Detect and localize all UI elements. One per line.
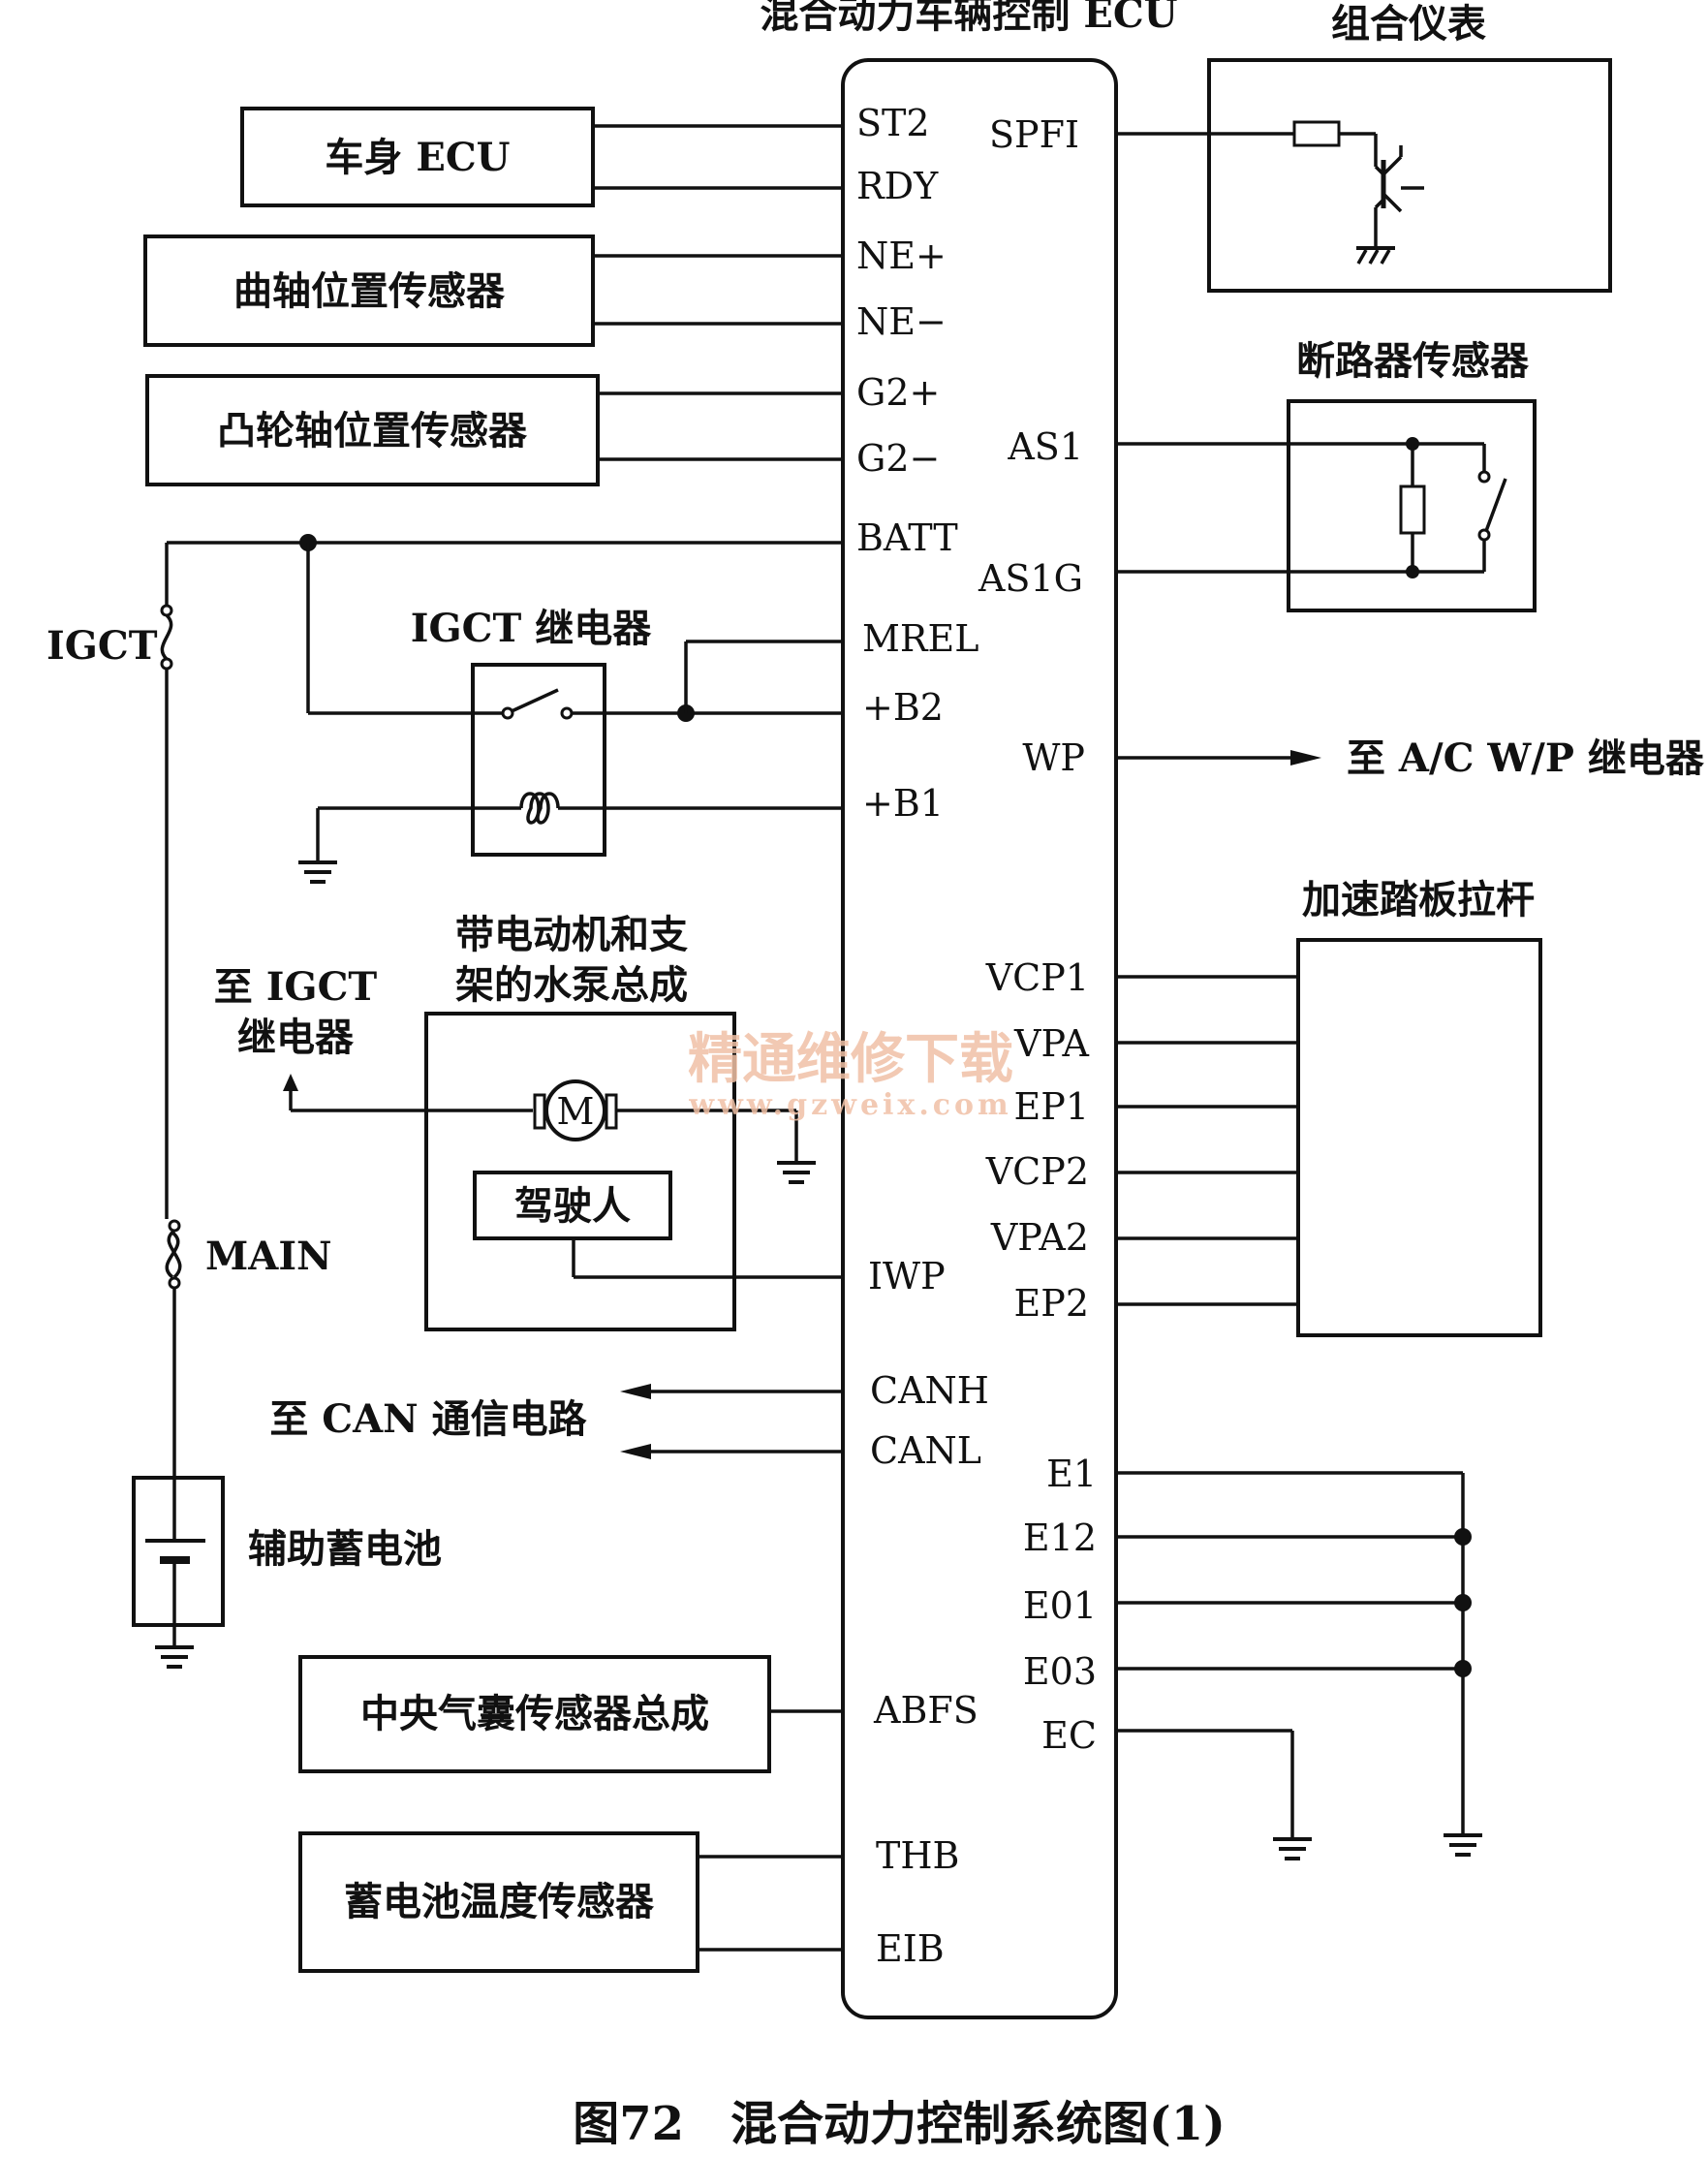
- pin-ep2: EP2: [1014, 1282, 1089, 1325]
- pin-eib: EIB: [876, 1927, 945, 1970]
- ecu-left-pins: ST2 RDY NE+ NE− G2+ G2− BATT MREL +B2 +B…: [856, 102, 989, 1970]
- power-feed: IGCT MAIN 辅助蓄电池: [47, 534, 843, 1669]
- aux-battery-label: 辅助蓄电池: [248, 1526, 442, 1572]
- pin-e01: E01: [1023, 1584, 1097, 1627]
- wp-block: 至 A/C W/P 继电器: [1116, 735, 1705, 781]
- can-block: 至 CAN 通信电路: [269, 1384, 843, 1459]
- pin-thb: THB: [876, 1834, 959, 1877]
- pin-abfs: ABFS: [873, 1689, 978, 1732]
- pin-vpa: VPA: [1013, 1022, 1090, 1065]
- body-ecu-label: 车身 ECU: [325, 135, 510, 180]
- main-fuse-label: MAIN: [205, 1234, 332, 1279]
- figure-caption: 图72 混合动力控制系统图(1): [573, 2097, 1226, 2151]
- pin-vcp1: VCP1: [985, 956, 1089, 999]
- to-igct-label-2: 继电器: [237, 1015, 355, 1060]
- ac-wp-relay-label: 至 A/C W/P 继电器: [1347, 735, 1705, 781]
- water-pump-label-1: 带电动机和支: [455, 912, 688, 957]
- igct-relay-block: IGCT 继电器: [298, 543, 843, 884]
- watermark-line-1: 精通维修下载: [688, 1027, 1013, 1091]
- pin-canl: CANL: [870, 1429, 981, 1472]
- pin-mrel: MREL: [862, 617, 979, 660]
- pin-vcp2: VCP2: [985, 1150, 1089, 1193]
- ecu-title: 混合动力车辆控制 ECU: [760, 0, 1177, 37]
- pin-rdy: RDY: [856, 165, 939, 207]
- battery-temp-block: 蓄电池温度传感器: [298, 1831, 843, 1973]
- ecu-right-pins: SPFI AS1 AS1G WP VCP1 VPA EP1 VCP2 VPA2 …: [978, 113, 1097, 1757]
- crank-sensor-label: 曲轴位置传感器: [233, 268, 506, 314]
- pin-batt: BATT: [856, 516, 958, 559]
- body-ecu-block: 车身 ECU: [240, 107, 843, 207]
- to-igct-label-1: 至 IGCT: [214, 964, 378, 1010]
- can-circuit-label: 至 CAN 通信电路: [269, 1396, 587, 1442]
- breaker-sensor-label: 断路器传感器: [1296, 338, 1530, 384]
- cam-sensor-label: 凸轮轴位置传感器: [217, 408, 528, 453]
- pin-e03: E03: [1023, 1650, 1097, 1693]
- airbag-sensor-label: 中央气囊传感器总成: [360, 1691, 709, 1736]
- airbag-sensor-block: 中央气囊传感器总成: [298, 1655, 843, 1773]
- pin-iwp: IWP: [868, 1255, 946, 1297]
- pin-g2-plus: G2+: [856, 371, 940, 414]
- pin-b2: +B2: [862, 686, 944, 729]
- pin-b1: +B1: [862, 782, 944, 825]
- pin-st2: ST2: [856, 102, 930, 144]
- pin-as1g: AS1G: [978, 557, 1083, 600]
- watermark-line-2: www.gzweix.com: [688, 1088, 1012, 1122]
- water-pump-block: 带电动机和支 架的水泵总成 至 IGCT 继电器 M 驾驶人: [214, 912, 843, 1331]
- pin-e12: E12: [1023, 1516, 1097, 1559]
- cam-sensor-block: 凸轮轴位置传感器: [145, 374, 843, 486]
- pin-spfi: SPFI: [989, 113, 1079, 156]
- pin-ne-plus: NE+: [856, 234, 947, 277]
- combination-meter-label: 组合仪表: [1331, 1, 1486, 47]
- pin-as1: AS1: [1007, 425, 1083, 468]
- pin-vpa2: VPA2: [990, 1216, 1089, 1259]
- ecu-body: [841, 58, 1118, 2019]
- pin-g2-minus: G2−: [856, 437, 940, 480]
- pin-e1: E1: [1046, 1453, 1097, 1495]
- combination-meter-block: 组合仪表: [1116, 1, 1612, 293]
- accel-pedal-block: 加速踏板拉杆: [1116, 877, 1542, 1337]
- watermark: 精通维修下载 www.gzweix.com: [688, 1027, 1013, 1122]
- battery-temp-label: 蓄电池温度传感器: [344, 1879, 655, 1924]
- pin-ec: EC: [1041, 1714, 1097, 1757]
- igct-relay-label: IGCT 继电器: [411, 606, 652, 651]
- driver-label: 驾驶人: [514, 1183, 631, 1229]
- motor-symbol: M: [557, 1090, 595, 1133]
- water-pump-label-2: 架的水泵总成: [455, 962, 688, 1008]
- accel-pedal-label: 加速踏板拉杆: [1302, 877, 1535, 922]
- pin-wp: WP: [1022, 736, 1085, 779]
- pin-canh: CANH: [870, 1369, 989, 1412]
- ground-block: [1116, 1471, 1482, 1860]
- pin-ep1: EP1: [1014, 1085, 1089, 1128]
- crank-sensor-block: 曲轴位置传感器: [143, 234, 843, 347]
- pin-ne-minus: NE−: [856, 300, 947, 343]
- breaker-sensor-block: 断路器传感器: [1116, 338, 1537, 612]
- igct-fuse-label: IGCT: [47, 623, 158, 669]
